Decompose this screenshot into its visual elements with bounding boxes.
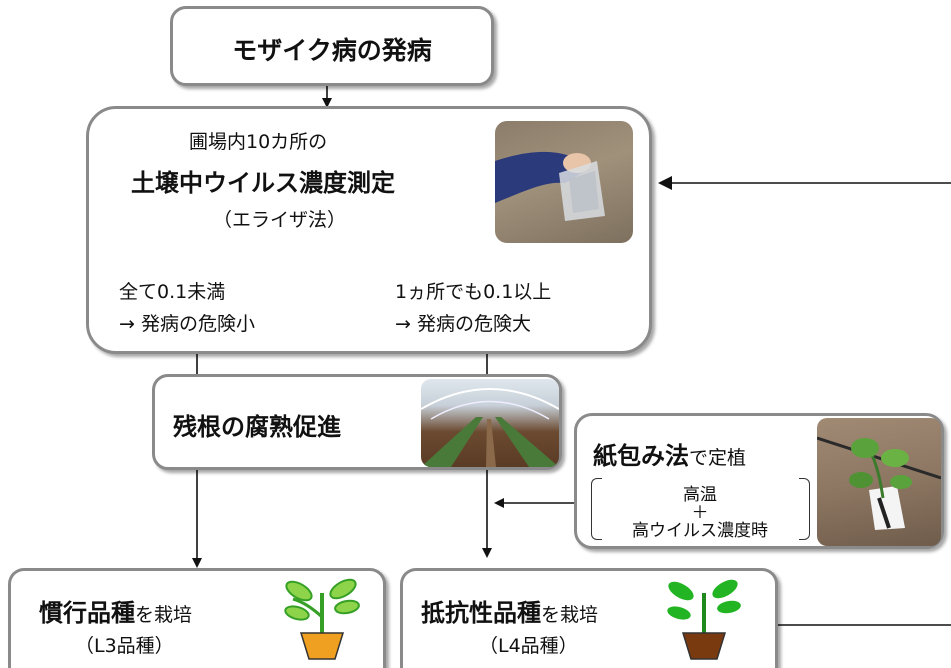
seedling-icon-resistant	[667, 579, 741, 660]
seedling-icon-conventional	[284, 578, 360, 660]
start-box: モザイク病の発病	[170, 6, 494, 86]
measure-line2: 土壌中ウイルス濃度測定	[131, 169, 395, 197]
measure-box: 圃場内10カ所の 土壌中ウイルス濃度測定 （エライザ法） 全て0.1未満 → 発…	[86, 106, 652, 354]
conventional-sub: （L3品種）	[75, 635, 174, 657]
paper-title-bold: 紙包み法	[593, 442, 689, 470]
start-label: モザイク病の発病	[232, 36, 432, 65]
residue-box: 残根の腐熟促進	[152, 374, 562, 470]
paper-wrap-box: 紙包み法で定植 高温 ＋ 高ウイルス濃度時	[574, 413, 944, 549]
pot-conventional	[299, 632, 345, 660]
condition-high-temp: 高温	[683, 485, 717, 505]
paper-title-rest: で定植	[689, 447, 747, 469]
condition-high-virus: 高ウイルス濃度時	[632, 521, 768, 541]
high-risk-line2: → 発病の危険大	[395, 313, 531, 335]
paper-planting-photo	[817, 418, 941, 546]
high-risk-line1: 1ヵ所でも0.1以上	[395, 281, 552, 303]
soil-sampling-photo	[495, 121, 633, 243]
resistant-title-rest: を栽培	[541, 604, 599, 626]
low-risk-line2: → 発病の危険小	[119, 313, 255, 335]
pot-resistant	[681, 632, 727, 660]
conventional-box: 慣行品種を栽培 （L3品種）	[8, 568, 386, 668]
conventional-title: 慣行品種を栽培	[39, 593, 192, 628]
condition-plus: ＋	[691, 503, 709, 523]
resistant-box: 抵抗性品種を栽培 （L4品種）	[400, 568, 778, 668]
greenhouse-photo	[421, 379, 559, 467]
resistant-title-bold: 抵抗性品種	[421, 599, 541, 627]
conventional-title-rest: を栽培	[135, 604, 193, 626]
resistant-title: 抵抗性品種を栽培	[421, 593, 598, 628]
low-risk-line1: 全て0.1未満	[119, 281, 226, 303]
measure-line3: （エライザ法）	[213, 209, 347, 231]
bracket-right	[799, 478, 810, 540]
resistant-sub: （L4品種）	[479, 635, 578, 657]
conventional-title-bold: 慣行品種	[39, 599, 135, 627]
bracket-left	[591, 478, 602, 540]
residue-label: 残根の腐熟促進	[173, 413, 341, 441]
measure-line1: 圃場内10カ所の	[189, 131, 328, 153]
paper-title: 紙包み法で定植	[593, 436, 746, 471]
